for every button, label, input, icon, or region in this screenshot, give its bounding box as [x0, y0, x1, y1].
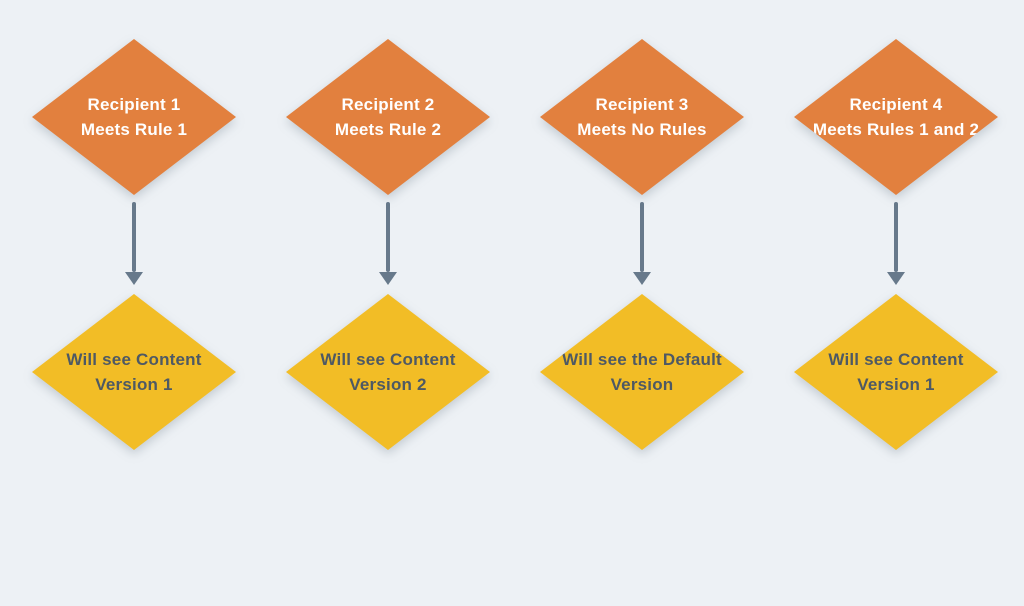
content-node-1: Will see Content Version 1	[32, 294, 236, 450]
recipient-node-line2: Meets Rules 1 and 2	[812, 120, 980, 139]
content-node-4: Will see Content Version 1	[794, 294, 998, 450]
content-node-line1: Will see Content	[66, 350, 202, 369]
content-node-wrap: Will see the Default Version	[540, 294, 744, 450]
down-arrow-icon	[633, 202, 651, 285]
content-node-2: Will see Content Version 2	[286, 294, 490, 450]
flow-column-2: Recipient 2 Meets Rule 2 Will see Conten…	[261, 39, 515, 450]
arrow-head	[379, 272, 397, 285]
flow-column-1: Recipient 1 Meets Rule 1 Will see Conten…	[7, 39, 261, 450]
recipient-node-line1: Recipient 3	[595, 95, 689, 114]
recipient-node-wrap: Recipient 1 Meets Rule 1	[32, 39, 236, 195]
down-arrow-icon	[125, 202, 143, 285]
flow-column-4: Recipient 4 Meets Rules 1 and 2 Will see…	[769, 39, 1023, 450]
recipient-node-3: Recipient 3 Meets No Rules	[540, 39, 744, 195]
content-node-3: Will see the Default Version	[540, 294, 744, 450]
arrow-stem	[640, 202, 644, 272]
arrow-stem	[132, 202, 136, 272]
flow-diagram: Recipient 1 Meets Rule 1 Will see Conten…	[7, 39, 1023, 450]
flow-column-3: Recipient 3 Meets No Rules Will see the …	[515, 39, 769, 450]
content-node-line1: Will see the Default	[562, 350, 722, 369]
content-node-line2: Version 1	[95, 375, 173, 394]
recipient-node-1: Recipient 1 Meets Rule 1	[32, 39, 236, 195]
recipient-node-wrap: Recipient 3 Meets No Rules	[540, 39, 744, 195]
content-node-line2: Version 2	[349, 375, 427, 394]
arrow-head	[887, 272, 905, 285]
content-node-line1: Will see Content	[320, 350, 456, 369]
down-arrow-icon	[379, 202, 397, 285]
recipient-node-line2: Meets Rule 1	[80, 120, 188, 139]
recipient-node-line1: Recipient 4	[849, 95, 943, 114]
arrow-head	[633, 272, 651, 285]
recipient-node-line1: Recipient 1	[87, 95, 181, 114]
recipient-node-line2: Meets No Rules	[577, 120, 707, 139]
down-arrow-icon	[887, 202, 905, 285]
recipient-node-line1: Recipient 2	[341, 95, 435, 114]
recipient-node-line2: Meets Rule 2	[334, 120, 442, 139]
recipient-node-2: Recipient 2 Meets Rule 2	[286, 39, 490, 195]
recipient-node-wrap: Recipient 4 Meets Rules 1 and 2	[794, 39, 998, 195]
arrow-stem	[894, 202, 898, 272]
arrow-stem	[386, 202, 390, 272]
content-node-wrap: Will see Content Version 2	[286, 294, 490, 450]
content-node-line2: Version	[610, 375, 674, 394]
recipient-node-4: Recipient 4 Meets Rules 1 and 2	[794, 39, 998, 195]
content-node-line2: Version 1	[857, 375, 935, 394]
content-node-wrap: Will see Content Version 1	[794, 294, 998, 450]
content-node-wrap: Will see Content Version 1	[32, 294, 236, 450]
arrow-head	[125, 272, 143, 285]
content-node-line1: Will see Content	[828, 350, 964, 369]
recipient-node-wrap: Recipient 2 Meets Rule 2	[286, 39, 490, 195]
